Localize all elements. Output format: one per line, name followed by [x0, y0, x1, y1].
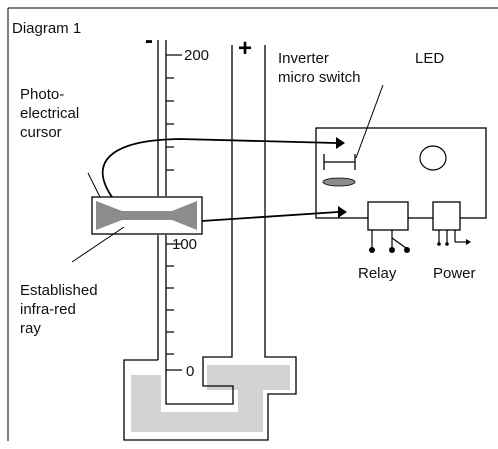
micro-switch-icon — [322, 154, 356, 187]
cursor-label-3: cursor — [20, 124, 62, 141]
scale-0: 0 — [186, 363, 194, 380]
cursor-label-1: Photo- — [20, 86, 64, 103]
scale-ticks — [166, 54, 182, 371]
switch-label-1: Inverter — [278, 50, 329, 67]
pointer-lines — [71, 84, 384, 263]
power-icon — [432, 201, 471, 246]
power-label: Power — [433, 265, 476, 282]
ray-label-1: Established — [20, 282, 98, 299]
relay-label: Relay — [358, 265, 397, 282]
ray-label-3: ray — [20, 320, 41, 337]
photo-electrical-cursor — [91, 196, 203, 235]
wire-arrow-top — [336, 137, 345, 149]
plus-sign: + — [238, 35, 252, 62]
wires — [101, 138, 339, 222]
cursor-label-2: electrical — [20, 105, 79, 122]
switch-label-2: micro switch — [278, 69, 361, 86]
wire-arrow-bottom — [338, 206, 347, 218]
scale-100: 100 — [172, 236, 197, 253]
relay-icon — [367, 201, 410, 253]
led-label: LED — [415, 50, 444, 67]
diagram-title: Diagram 1 — [12, 20, 81, 37]
minus-sign: - — [145, 27, 153, 54]
scale-200: 200 — [184, 47, 209, 64]
ray-label-2: infra-red — [20, 301, 76, 318]
led-icon — [419, 145, 447, 171]
liquid — [131, 365, 290, 432]
